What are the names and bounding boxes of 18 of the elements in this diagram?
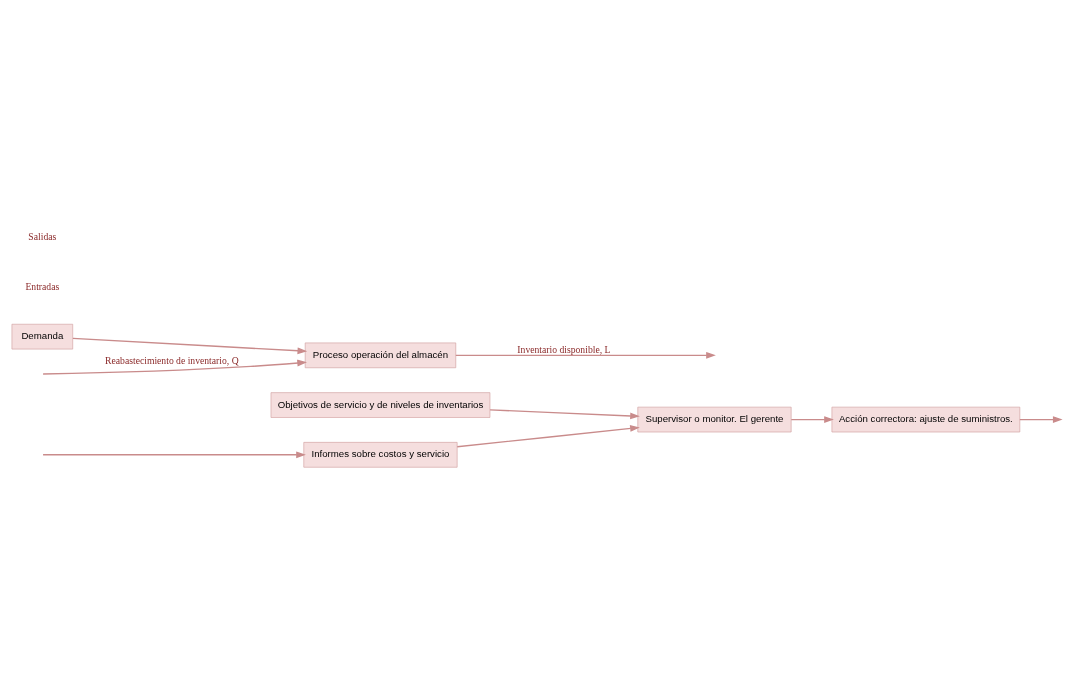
- edge-label: Inventario disponible, L: [517, 343, 611, 355]
- arrow: [42, 359, 307, 375]
- edge-label: Reabastecimiento de inventario, Q: [105, 354, 239, 366]
- node-box: Supervisor o monitor. El gerente: [637, 406, 792, 433]
- arrow: [456, 425, 640, 448]
- arrow: [72, 337, 308, 355]
- arrow: [790, 416, 834, 423]
- arrow: [1019, 416, 1063, 423]
- node-box: Proceso operación del almacén: [304, 342, 457, 369]
- arrow: [42, 451, 306, 459]
- label: Salidas: [28, 230, 57, 242]
- node-box: Informes sobre costos y servicio: [303, 442, 458, 468]
- node-box: Acción correctora: ajuste de suministros.: [831, 406, 1021, 433]
- node-box: Demanda: [11, 323, 74, 350]
- arrow: [489, 409, 640, 420]
- node-box: Objetivos de servicio y de niveles de inventarios: [270, 392, 491, 418]
- label: Entradas: [25, 280, 60, 292]
- arrow: [455, 351, 716, 359]
